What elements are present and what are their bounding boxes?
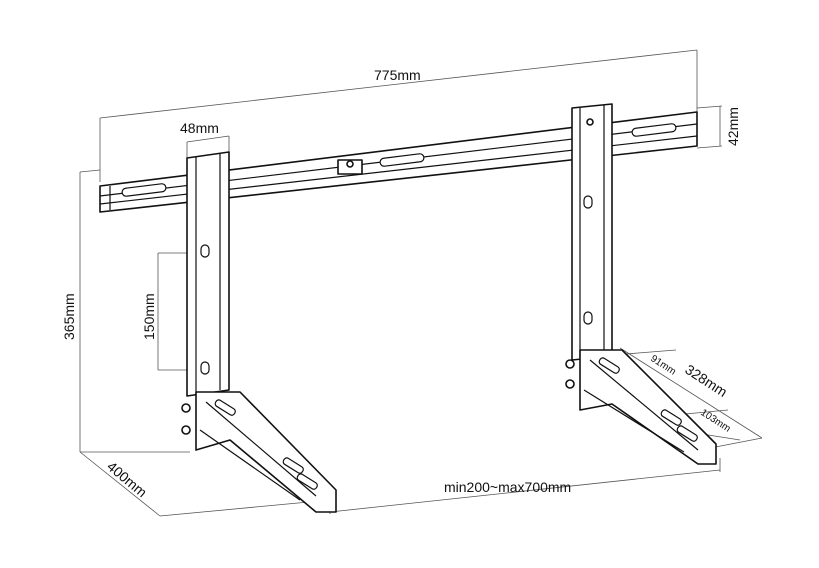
arm-slot [282,457,304,474]
mount-hole [200,361,210,375]
arm-slot [214,399,236,416]
dim-bracket-spacing: min200~max700mm [444,479,571,495]
rail-slot [379,153,425,167]
dim-rail-height: 42mm [725,107,741,146]
dim-hole-spacing: 150mm [141,293,157,340]
dim-bracket-height: 365mm [61,293,77,340]
mount-hole [583,311,593,325]
right-bracket [565,103,717,465]
rail-slot [121,183,167,197]
dim-arm-depth: 328mm [682,361,730,400]
bolt-icon [565,359,575,369]
dim-base-depth: 400mm [104,458,150,500]
arm-slot [676,425,698,442]
dim-arm-width: 48mm [180,120,219,136]
dim-rail-length: 775mm [374,67,421,83]
left-bracket [181,151,337,513]
bolt-icon [565,379,575,389]
bolt-icon [181,403,191,413]
arm-slot [296,473,318,490]
mount-hole [200,244,210,258]
rail-slot [631,123,677,137]
arm-slot [660,409,682,426]
arm-slot [598,357,620,374]
mount-hole [583,195,593,209]
dim-slot-gap-1: 91mm [648,353,677,377]
bolt-icon [181,425,191,435]
